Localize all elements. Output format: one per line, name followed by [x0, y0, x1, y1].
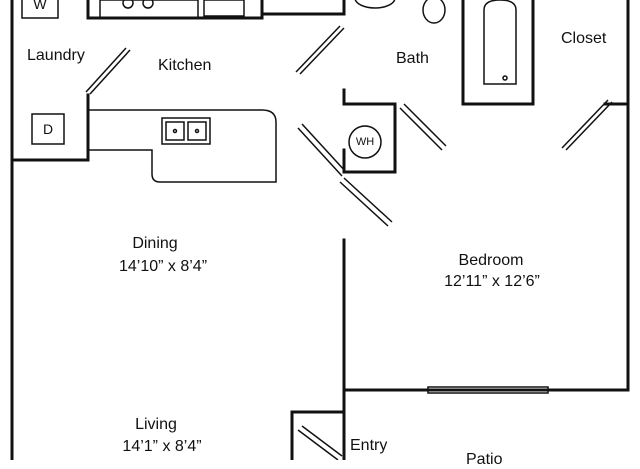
- room-label-bath: Bath: [396, 50, 429, 67]
- water-heater-icon: [348, 125, 382, 159]
- toilet-icon: [422, 0, 446, 24]
- door-bath[interactable]: [295, 25, 345, 75]
- tub-drain-icon: [502, 75, 508, 81]
- patio-sliding-door: [427, 386, 549, 394]
- door-entry[interactable]: [297, 425, 343, 460]
- room-label-entry: Entry: [350, 437, 388, 454]
- room-label-bedroom: Bedroom: [458, 252, 524, 269]
- room-dimensions-living: 14’1” x 8’4”: [122, 438, 202, 455]
- door-bedroom-closet[interactable]: [561, 99, 613, 151]
- burner-icon: [142, 0, 154, 9]
- door-wh-closet[interactable]: [339, 177, 393, 227]
- kitchen-upper-cabinet: [99, 0, 199, 19]
- water-heater-label: WH: [355, 136, 375, 148]
- door-bath-closet[interactable]: [399, 103, 447, 151]
- burner-icon: [122, 0, 134, 9]
- washer-label: W: [33, 0, 47, 12]
- drain-icon: [194, 128, 200, 134]
- room-dimensions-bedroom: 12’11” x 12’6”: [444, 273, 540, 290]
- door-laundry[interactable]: [85, 47, 131, 95]
- room-label-living: Living: [135, 416, 177, 433]
- room-label-patio: Patio: [466, 451, 503, 468]
- sink-bath-icon: [354, 0, 396, 9]
- kitchen-counter: [88, 109, 277, 183]
- drain-icon: [172, 128, 178, 134]
- dryer-icon: [31, 113, 65, 145]
- room-label-kitchen: Kitchen: [158, 57, 212, 74]
- range-icon: [203, 0, 245, 17]
- bathtub-icon: [483, 0, 517, 85]
- room-label-laundry: Laundry: [27, 47, 85, 64]
- room-label-dining: Dining: [132, 235, 178, 252]
- door-bedroom[interactable]: [297, 123, 347, 177]
- sink-basin-left: [165, 121, 185, 141]
- room-label-closet: Closet: [561, 30, 607, 47]
- washer-icon: [21, 0, 59, 19]
- room-dimensions-dining: 14’10” x 8’4”: [118, 258, 208, 275]
- dryer-label: D: [42, 121, 54, 137]
- sink-basin-right: [187, 121, 207, 141]
- sink-icon: [161, 117, 211, 145]
